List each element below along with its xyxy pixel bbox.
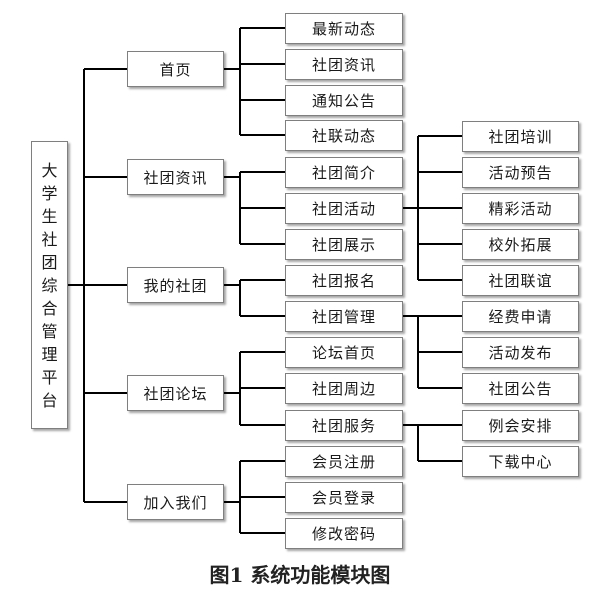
node-club-news: 社团资讯 [127, 159, 224, 195]
node-label: 社团公告 [488, 380, 553, 398]
node-member-login: 会员登录 [285, 482, 403, 513]
node-label: 活动发布 [488, 344, 553, 362]
node-label: 下载中心 [488, 453, 553, 471]
node-label: 会员登录 [311, 489, 376, 507]
figure-caption: 图1 系统功能模块图 [209, 563, 391, 587]
node-event-publish: 活动发布 [462, 337, 579, 368]
node-label: 社团论坛 [143, 384, 208, 403]
node-join-us: 加入我们 [127, 484, 224, 520]
root-label-char: 生 [41, 206, 58, 226]
node-latest-updates: 最新动态 [285, 13, 403, 44]
node-label: 加入我们 [143, 493, 208, 512]
node-funding-request: 经费申请 [462, 301, 579, 332]
node-label: 论坛首页 [311, 344, 376, 362]
root-label-char: 台 [41, 390, 58, 410]
node-label: 活动预告 [488, 164, 553, 182]
root-label-char: 学 [41, 183, 58, 203]
node-label: 会员注册 [311, 453, 376, 471]
node-label: 我的社团 [143, 276, 208, 295]
node-outreach: 校外拓展 [462, 229, 579, 260]
node-club-forum: 社团论坛 [127, 375, 224, 411]
node-label: 通知公告 [311, 92, 376, 110]
node-label: 社团周边 [311, 380, 376, 398]
node-home: 首页 [127, 51, 224, 87]
node-download-center: 下载中心 [462, 446, 579, 477]
connector-lines [68, 27, 462, 534]
node-member-register: 会员注册 [285, 446, 403, 477]
node-my-club: 我的社团 [127, 267, 224, 303]
node-label: 社团资讯 [143, 168, 208, 187]
node-change-password: 修改密码 [285, 518, 403, 549]
root-label-char: 管 [41, 321, 58, 341]
root-label-char: 理 [41, 344, 58, 364]
root-label-char: 团 [41, 252, 58, 272]
node-club-intro: 社团简介 [285, 157, 403, 188]
node-label: 社团简介 [311, 164, 376, 182]
node-label: 社团活动 [311, 200, 376, 218]
node-highlight-events: 精彩活动 [462, 193, 579, 224]
node-club-training: 社团培训 [462, 121, 579, 152]
node-club-announcement: 社团公告 [462, 373, 579, 404]
node-club-services: 社团服务 [285, 410, 403, 441]
node-label: 社团展示 [311, 236, 376, 254]
root-label-char: 社 [41, 229, 58, 249]
node-notices: 通知公告 [285, 85, 403, 116]
node-club-management: 社团管理 [285, 301, 403, 332]
node-club-activities: 社团活动 [285, 193, 403, 224]
node-club-showcase: 社团展示 [285, 229, 403, 260]
node-label: 修改密码 [311, 525, 376, 543]
node-label: 例会安排 [488, 417, 553, 435]
node-forum-home: 论坛首页 [285, 337, 403, 368]
node-label: 首页 [159, 60, 192, 79]
node-union-updates: 社联动态 [285, 120, 403, 151]
node-label: 社团资讯 [311, 56, 376, 74]
root-label-char: 平 [41, 367, 58, 387]
root-label-char: 综 [41, 275, 58, 295]
node-label: 社团服务 [311, 417, 376, 435]
node-label: 社联动态 [311, 127, 376, 145]
node-label: 经费申请 [488, 308, 553, 326]
node-label: 最新动态 [311, 20, 376, 38]
node-label: 社团培训 [488, 128, 553, 146]
node-label: 社团报名 [311, 272, 376, 290]
node-label: 精彩活动 [488, 200, 553, 218]
root-node: 大学生社团综合管理平台 [31, 141, 68, 429]
root-label-char: 大 [41, 160, 58, 180]
node-club-signup: 社团报名 [285, 265, 403, 296]
node-label: 社团管理 [311, 308, 376, 326]
root-label-char: 合 [41, 298, 58, 318]
node-event-preview: 活动预告 [462, 157, 579, 188]
node-club-social: 社团联谊 [462, 265, 579, 296]
node-label: 校外拓展 [488, 236, 553, 254]
node-club-info: 社团资讯 [285, 49, 403, 80]
node-club-merch: 社团周边 [285, 373, 403, 404]
root-label: 大学生社团综合管理平台 [41, 159, 57, 412]
node-meeting-schedule: 例会安排 [462, 410, 579, 441]
node-label: 社团联谊 [488, 272, 553, 290]
